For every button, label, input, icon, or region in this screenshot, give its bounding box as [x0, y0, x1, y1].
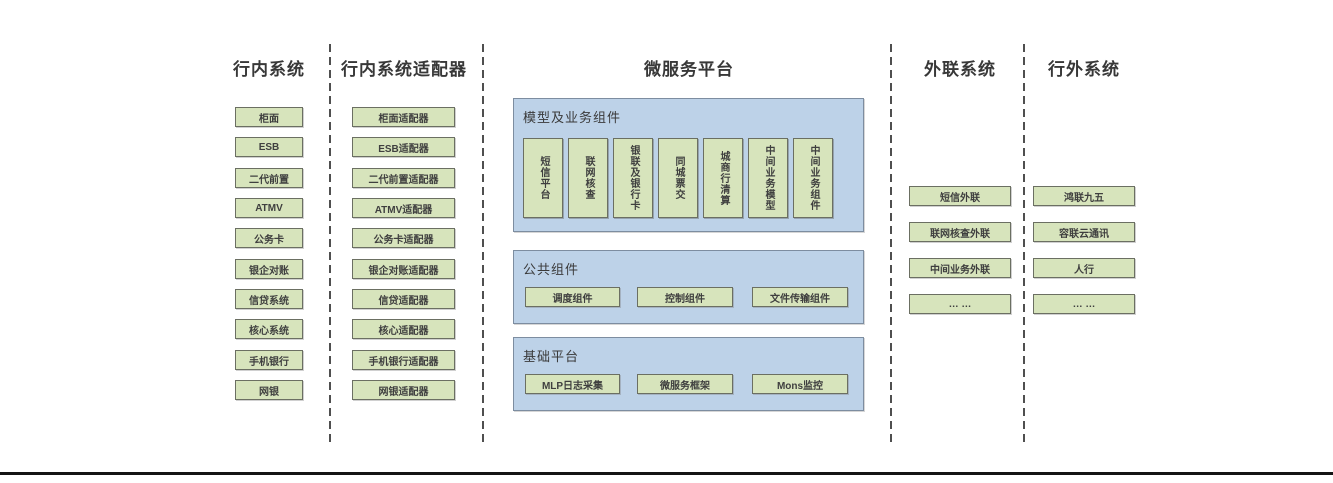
adapter-box: ESB适配器: [352, 137, 455, 157]
model-component-box: 银联及银行卡: [613, 138, 653, 218]
adapter-box: 手机银行适配器: [352, 350, 455, 370]
column-divider: [1023, 44, 1025, 442]
outbank-system-box: 人行: [1033, 258, 1135, 278]
inbank-system-box: 二代前置: [235, 168, 303, 188]
adapter-box: 核心适配器: [352, 319, 455, 339]
inbank-system-box: ESB: [235, 137, 303, 157]
external-link-box: 中间业务外联: [909, 258, 1011, 278]
model-component-box: 短信平台: [523, 138, 563, 218]
bottom-rule: [0, 472, 1333, 475]
adapter-box: 柜面适配器: [352, 107, 455, 127]
adapter-box: ATMV适配器: [352, 198, 455, 218]
adapter-box: 信贷适配器: [352, 289, 455, 309]
model-component-box: 中间业务组件: [793, 138, 833, 218]
panel-label: 基础平台: [523, 349, 580, 364]
model-component-box: 中间业务模型: [748, 138, 788, 218]
panel-label: 模型及业务组件: [523, 110, 622, 125]
adapter-box: 二代前置适配器: [352, 168, 455, 188]
column-title-external-link: 外联系统: [924, 60, 996, 79]
model-component-box: 城商行清算: [703, 138, 743, 218]
column-title-adapters: 行内系统适配器: [341, 60, 467, 79]
inbank-system-box: 公务卡: [235, 228, 303, 248]
outbank-system-box: … …: [1033, 294, 1135, 314]
base-component-box: 微服务框架: [637, 374, 733, 394]
external-link-box: 短信外联: [909, 186, 1011, 206]
inbank-system-box: 手机银行: [235, 350, 303, 370]
base-component-box: Mons监控: [752, 374, 848, 394]
adapter-box: 网银适配器: [352, 380, 455, 400]
column-title-platform: 微服务平台: [644, 60, 734, 79]
inbank-system-box: 网银: [235, 380, 303, 400]
external-link-box: 联网核查外联: [909, 222, 1011, 242]
inbank-system-box: 核心系统: [235, 319, 303, 339]
base-component-box: MLP日志采集: [525, 374, 620, 394]
column-title-inbank: 行内系统: [233, 60, 305, 79]
column-divider: [329, 44, 331, 442]
adapter-box: 银企对账适配器: [352, 259, 455, 279]
inbank-system-box: 信贷系统: [235, 289, 303, 309]
model-component-box: 联网核查: [568, 138, 608, 218]
common-component-box: 控制组件: [637, 287, 733, 307]
common-component-box: 调度组件: [525, 287, 620, 307]
inbank-system-box: 银企对账: [235, 259, 303, 279]
external-link-box: … …: [909, 294, 1011, 314]
panel-label: 公共组件: [523, 262, 580, 277]
column-divider: [482, 44, 484, 442]
adapter-box: 公务卡适配器: [352, 228, 455, 248]
column-divider: [890, 44, 892, 442]
model-component-box: 同城票交: [658, 138, 698, 218]
outbank-system-box: 容联云通讯: [1033, 222, 1135, 242]
outbank-system-box: 鸿联九五: [1033, 186, 1135, 206]
inbank-system-box: ATMV: [235, 198, 303, 218]
inbank-system-box: 柜面: [235, 107, 303, 127]
common-component-box: 文件传输组件: [752, 287, 848, 307]
column-title-outbank: 行外系统: [1048, 60, 1120, 79]
